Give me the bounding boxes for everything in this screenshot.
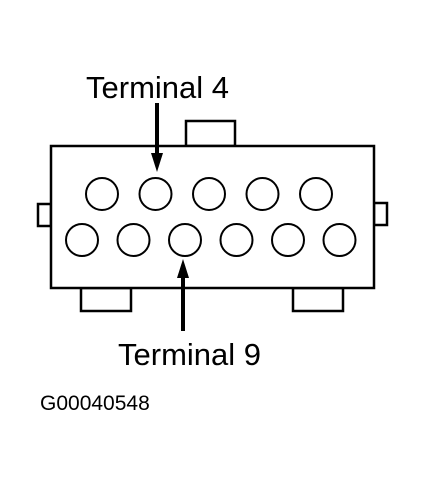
bottom-right-foot — [291, 286, 345, 313]
terminal-pin-bottom-4 — [219, 223, 254, 257]
terminal-pin-bottom-6 — [322, 223, 357, 257]
terminal-pin-bottom-2 — [116, 223, 151, 257]
terminal-pin-top-1 — [85, 177, 119, 211]
connector-housing — [49, 144, 376, 290]
top-latch-tab — [184, 119, 237, 148]
terminal-pin-bottom-1 — [65, 223, 99, 257]
left-side-tab — [36, 202, 53, 228]
terminal-pin-top-4 — [245, 177, 280, 211]
terminal-9-arrowhead — [177, 259, 189, 278]
terminal-9-callout: Terminal 9 — [118, 337, 261, 372]
terminal-pin-top-3 — [192, 177, 226, 211]
terminal-4-callout: Terminal 4 — [86, 70, 229, 105]
callout-arrows-group — [151, 103, 189, 331]
terminal-pin-top-5 — [299, 177, 333, 211]
terminal-4-arrowhead — [151, 153, 163, 172]
terminal-pin-top-2 — [138, 177, 173, 211]
terminal-pin-bottom-5 — [271, 223, 305, 257]
terminal-pins-group — [65, 177, 357, 257]
terminal-pin-bottom-3 — [168, 223, 202, 257]
connector-body-group — [36, 119, 389, 313]
right-side-tab — [372, 201, 389, 227]
figure-id: G00040548 — [40, 392, 150, 415]
bottom-left-foot — [79, 286, 133, 313]
